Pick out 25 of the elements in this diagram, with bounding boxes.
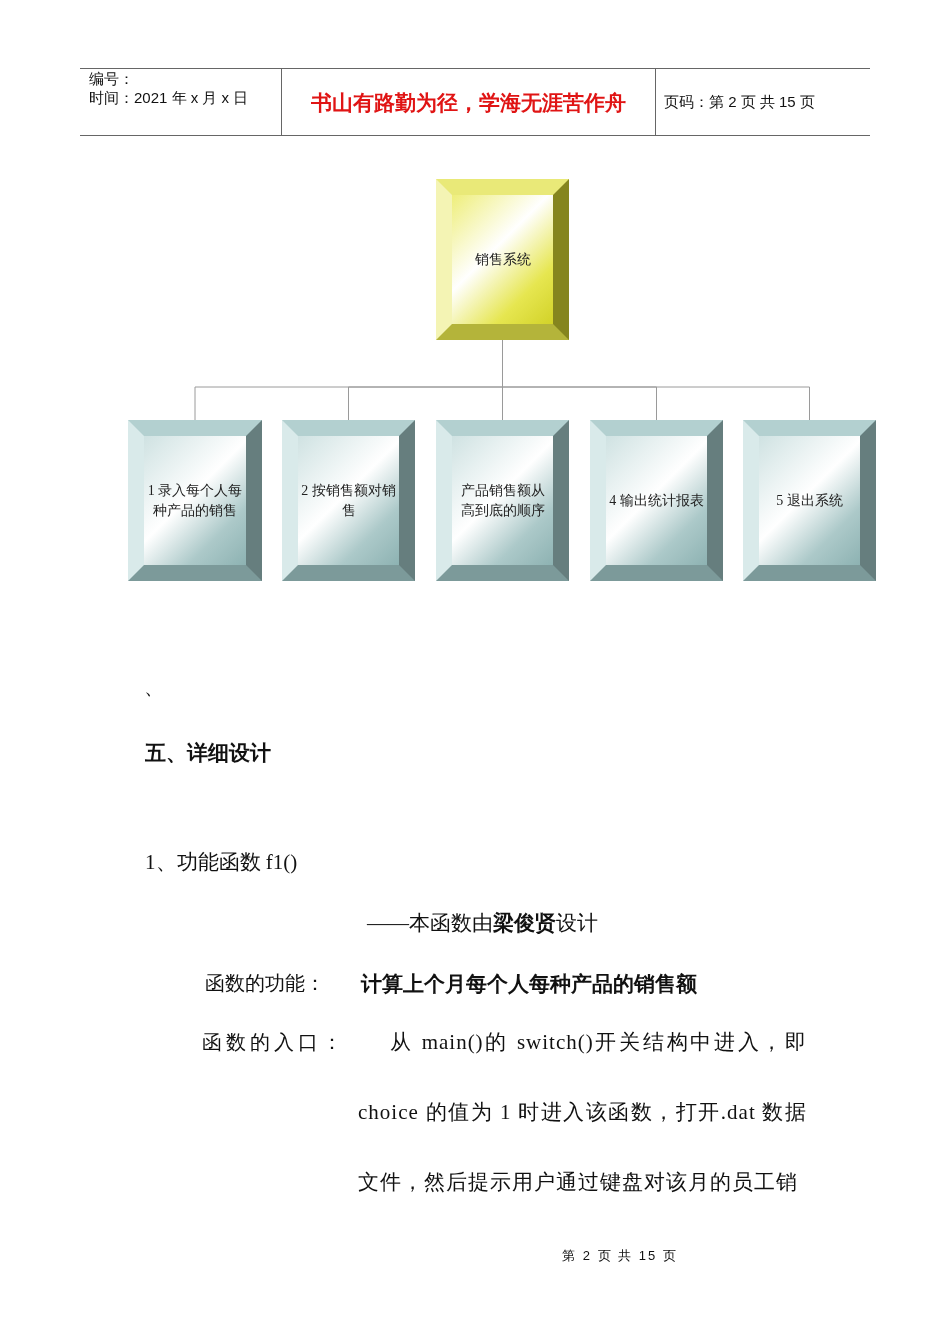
motto-text: 书山有路勤为径，学海无涯苦作舟 xyxy=(309,90,627,116)
paragraph: 从 main()的 switch()开关结构中进入，即choice 的值为 1 时进入该函数，打开.dat 数据文件，然后提示用户通过键盘对该月的员工销 xyxy=(358,1029,807,1196)
bevel-box xyxy=(436,179,569,340)
box-label: 2 按销售额对销售 xyxy=(300,481,397,520)
box-label: 4 输出统计报表 xyxy=(608,491,705,510)
box-label: 5 退出系统 xyxy=(775,491,844,510)
bevel-box xyxy=(282,420,415,581)
bevel-box xyxy=(436,420,569,581)
field-label: 函数的功能： xyxy=(205,971,325,996)
box-label: 1 录入每个人每种产品的销售 xyxy=(146,481,244,520)
subsection-heading: 1、功能函数 f1() xyxy=(145,849,298,876)
author-note: ——本函数由梁俊贤设计 xyxy=(367,910,598,937)
box-label: 销售系统 xyxy=(473,250,532,269)
box-label: 产品销售额从高到底的顺序 xyxy=(459,481,546,520)
field-value: 计算上个月每个人每种产品的销售额 xyxy=(361,971,697,997)
date-label: 时间：2021 年 x 月 x 日 xyxy=(89,89,249,108)
punctuation-mark: 、 xyxy=(144,675,164,700)
section-heading: 五、详细设计 xyxy=(145,740,271,766)
document-number-label: 编号： xyxy=(89,70,134,89)
bevel-box xyxy=(128,420,262,581)
bevel-box xyxy=(590,420,723,581)
field-label: 函数的入口： xyxy=(202,1030,346,1055)
bevel-box xyxy=(743,420,876,581)
page-number-label: 页码：第 2 页 共 15 页 xyxy=(664,93,815,112)
page-footer: 第 2 页 共 15 页 xyxy=(520,1247,720,1265)
